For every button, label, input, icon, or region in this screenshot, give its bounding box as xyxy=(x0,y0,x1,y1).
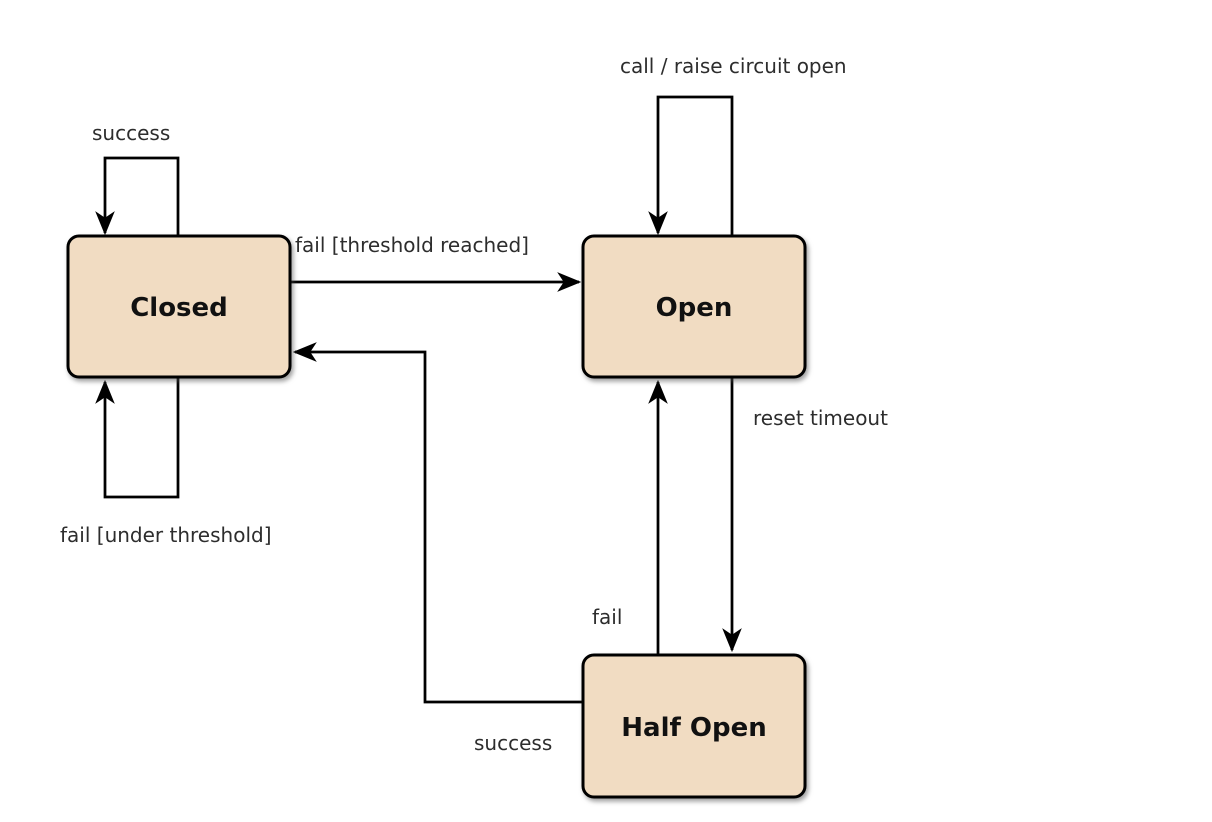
edge-line-half-open-to-closed xyxy=(292,342,583,704)
node-open-label: Open xyxy=(656,293,733,323)
edge-line-open-call-self xyxy=(648,95,734,237)
node-half-open-box xyxy=(581,653,807,799)
edge-label-half-open-to-closed: success xyxy=(474,731,552,755)
edge-label-open-to-half-open: reset timeout xyxy=(753,406,888,430)
edge-half-open-to-closed: success xyxy=(292,342,583,755)
edge-label-closed-fail-self: fail [under threshold] xyxy=(60,523,272,547)
edge-label-open-call-self: call / raise circuit open xyxy=(620,54,847,78)
node-half-open: Half Open xyxy=(581,653,807,799)
edge-closed-success-self: success xyxy=(92,121,180,237)
edge-closed-fail-self: fail [under threshold] xyxy=(60,378,272,547)
node-closed-label: Closed xyxy=(130,293,228,323)
node-open: Open xyxy=(581,234,807,379)
edge-label-closed-to-open: fail [threshold reached] xyxy=(295,233,529,257)
edge-open-call-self: call / raise circuit open xyxy=(620,54,847,237)
node-open-box xyxy=(581,234,807,379)
edge-line-closed-fail-self xyxy=(95,378,180,499)
edge-half-open-to-open: fail xyxy=(592,379,668,655)
node-closed-box xyxy=(66,234,292,379)
node-half-open-label: Half Open xyxy=(621,713,766,743)
edge-open-to-half-open: reset timeout xyxy=(722,378,888,653)
edge-label-closed-success-self: success xyxy=(92,121,170,145)
edge-line-closed-success-self xyxy=(95,156,180,237)
node-closed: Closed xyxy=(66,234,292,379)
edge-label-half-open-to-open: fail xyxy=(592,605,622,629)
edge-closed-to-open: fail [threshold reached] xyxy=(290,233,582,292)
